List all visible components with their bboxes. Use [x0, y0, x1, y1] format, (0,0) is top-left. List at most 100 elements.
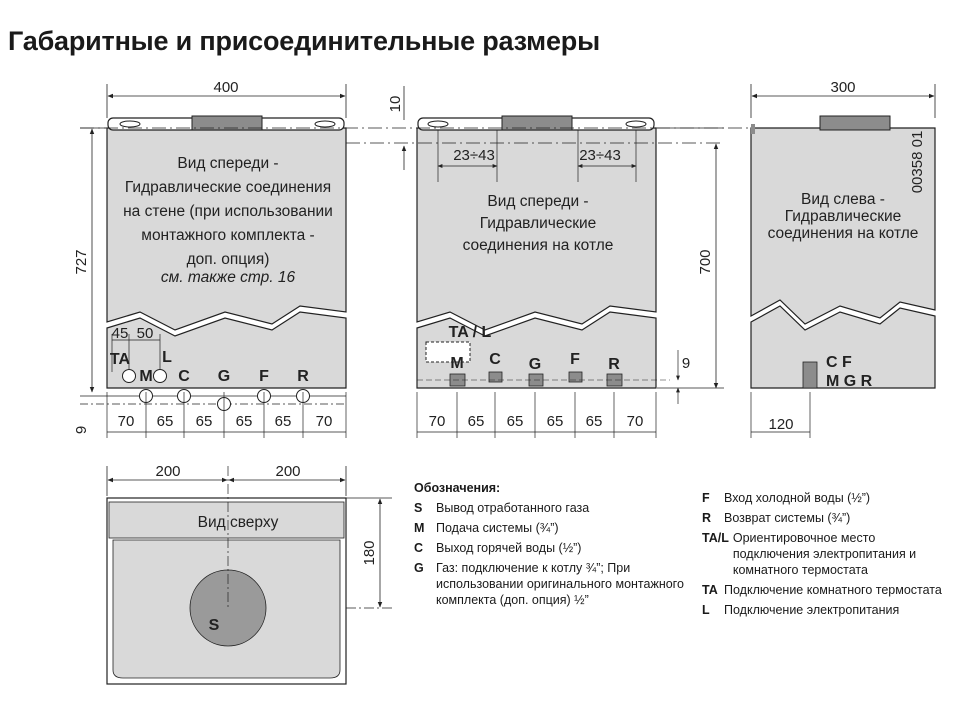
front-wall-dim-50: 50: [137, 325, 154, 342]
front-boiler-view: Вид спереди - Гидравлические соединения …: [80, 86, 760, 438]
front-wall-spacing-5: 65: [275, 413, 292, 430]
front-wall-caption-1: Вид спереди -: [177, 155, 278, 172]
legend-item: M Подача системы (¾”): [414, 520, 684, 536]
left-view-body-upper: [750, 127, 936, 325]
legend-left: Обозначения: S Вывод отработанного газа …: [414, 480, 684, 612]
front-boiler-label-c: C: [489, 351, 501, 368]
top-view-depth-label: 180: [361, 540, 378, 565]
legend-text: Подача системы (¾”): [436, 521, 559, 535]
legend-text: Вывод отработанного газа: [436, 501, 590, 515]
front-boiler-label-m: M: [450, 355, 463, 372]
legend-text: Подключение комнатного термостата: [724, 583, 942, 597]
front-boiler-spacing-3: 65: [507, 413, 524, 430]
front-boiler-spacing-5: 65: [586, 413, 603, 430]
legend-right: F Вход холодной воды (½”) R Возврат сист…: [702, 490, 952, 622]
front-boiler-height-label: 700: [697, 249, 714, 274]
front-wall-label-f: F: [259, 368, 269, 385]
front-wall-label-c: C: [178, 368, 190, 385]
left-view-body-lower: [750, 305, 936, 389]
front-wall-label-ta: TA: [110, 351, 131, 368]
front-boiler-label-f: F: [570, 351, 580, 368]
front-wall-dim-45: 45: [112, 325, 129, 342]
legend-key: S: [414, 501, 423, 515]
front-wall-caption-5: доп. опция): [187, 251, 270, 268]
front-boiler-right-range: 23÷43: [579, 147, 621, 164]
legend-heading: Обозначения:: [414, 481, 501, 495]
page-title: Габаритные и присоединительные размеры: [8, 26, 600, 56]
legend-text: Возврат системы (¾”): [724, 511, 851, 525]
front-wall-body-lower: [106, 311, 347, 389]
legend-text: Ориентировочное место подключения электр…: [732, 531, 917, 577]
left-view-fitting-stack: [802, 361, 818, 389]
front-wall-label-g: G: [218, 368, 230, 385]
front-wall-caption-2: Гидравлические соединения: [125, 179, 331, 196]
legend-key: TA/L: [702, 531, 729, 545]
front-boiler-bottom-offset-label: 9: [682, 355, 690, 372]
front-wall-bottom-offset-label: 9: [73, 426, 90, 434]
front-boiler-body-upper: [416, 127, 657, 331]
front-wall-spacing-6: 70: [316, 413, 333, 430]
front-wall-height-label: 727: [73, 249, 90, 274]
legend-text: Вход холодной воды (½”): [724, 491, 871, 505]
legend-item: S Вывод отработанного газа: [414, 500, 684, 516]
front-wall-spacing-4: 65: [236, 413, 253, 430]
top-view: S Вид сверху 200 200 180: [106, 463, 392, 685]
front-boiler-left-range: 23÷43: [453, 147, 495, 164]
legend-key: L: [702, 603, 710, 617]
front-boiler-caption-2: Гидравлические: [480, 215, 597, 232]
legend-text: Газ: подключение к котлу ¾”; При использ…: [436, 561, 684, 607]
front-boiler-ta-l-area: [425, 341, 471, 363]
front-boiler-fitting-c: [488, 371, 503, 383]
legend-key: R: [702, 511, 712, 525]
front-boiler-label-g: G: [529, 356, 541, 373]
legend-key: M: [414, 521, 425, 535]
front-boiler-ta-l-label: TA / L: [449, 324, 492, 341]
left-view-labels-bottom: M G R: [826, 373, 873, 390]
legend-key: C: [414, 541, 424, 555]
left-view-caption-2: Гидравлические: [785, 208, 902, 225]
top-view-flue-label: S: [209, 617, 220, 634]
front-wall-spacing-2: 65: [157, 413, 174, 430]
legend-key: TA: [702, 583, 718, 597]
left-view-bracket: [819, 115, 891, 131]
legend-item: C Выход горячей воды (½”): [414, 540, 684, 556]
front-boiler-label-r: R: [608, 356, 620, 373]
front-wall-body-upper: [106, 127, 347, 331]
legend-item: R Возврат системы (¾”): [702, 510, 952, 526]
left-view-code: 00358 01: [909, 131, 926, 194]
legend-text: Выход горячей воды (½”): [436, 541, 582, 555]
front-wall-spacing-1: 70: [118, 413, 135, 430]
front-wall-note: см. также стр. 16: [161, 269, 296, 286]
top-view-caption: Вид сверху: [198, 514, 279, 531]
front-wall-caption-4: монтажного комплекта -: [141, 227, 314, 244]
front-boiler-spacing-4: 65: [547, 413, 564, 430]
left-view-caption-3: соединения на котле: [768, 225, 919, 242]
front-wall-slot-left: [119, 120, 141, 128]
left-view-side-offset-label: 120: [768, 416, 793, 433]
front-wall-slot-right: [314, 120, 336, 128]
legend-key: F: [702, 491, 710, 505]
top-view-upper-panel: [108, 501, 345, 539]
top-view-left-width-label: 200: [155, 463, 180, 480]
left-view-width-label: 300: [830, 79, 855, 96]
front-boiler-fitting-f: [568, 371, 583, 383]
front-wall-caption-3: на стене (при использовании: [123, 203, 333, 220]
left-view-caption-1: Вид слева -: [801, 191, 885, 208]
legend-item: G Газ: подключение к котлу ¾”; При испол…: [414, 560, 684, 608]
legend-item: F Вход холодной воды (½”): [702, 490, 952, 506]
legend-key: G: [414, 561, 424, 575]
front-wall-label-m: M: [139, 368, 152, 385]
front-boiler-top-offset-label: 10: [387, 96, 404, 113]
left-view-labels-top: C F: [826, 354, 852, 371]
legend-item: TA/L Ориентировочное место подключения э…: [702, 530, 952, 578]
front-boiler-caption-3: соединения на котле: [463, 237, 614, 254]
front-wall-spacing-3: 65: [196, 413, 213, 430]
front-boiler-caption-1: Вид спереди -: [487, 193, 588, 210]
front-boiler-spacing-1: 70: [429, 413, 446, 430]
front-wall-bracket: [191, 115, 263, 131]
front-wall-label-l: L: [162, 349, 172, 366]
top-view-right-width-label: 200: [275, 463, 300, 480]
legend-text: Подключение электропитания: [724, 603, 900, 617]
front-wall-view: Вид спереди - Гидравлические соединения …: [73, 79, 347, 438]
